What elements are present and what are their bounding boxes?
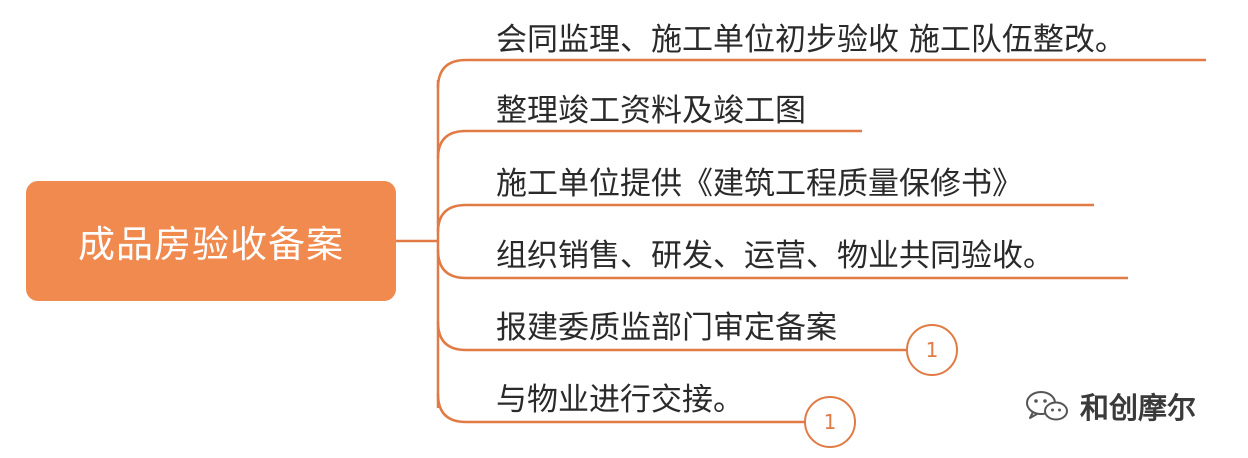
root-node: 成品房验收备案	[26, 181, 396, 301]
svg-text:1: 1	[824, 410, 837, 434]
watermark-text: 和创摩尔	[1080, 391, 1197, 425]
branch-line-5	[436, 321, 906, 352]
svg-text:1: 1	[926, 338, 939, 362]
branch-label-6: 与物业进行交接。	[496, 382, 744, 418]
branch-label-5: 报建委质监部门审定备案	[496, 310, 837, 346]
branch-label-4: 组织销售、研发、运营、物业共同验收。	[496, 238, 1054, 274]
branch-label-2: 整理竣工资料及竣工图	[496, 93, 806, 129]
branch-label-3: 施工单位提供《建筑工程质量保修书》	[496, 166, 1023, 202]
branch-line-3	[436, 203, 1094, 233]
badge-branch-5: 1	[906, 324, 958, 376]
branch-line-4	[436, 249, 1128, 280]
branch-line-2	[436, 129, 862, 159]
branch-line-1	[436, 58, 1206, 89]
wechat-icon	[1026, 391, 1068, 421]
badge-branch-6: 1	[804, 396, 856, 448]
root-label: 成品房验收备案	[78, 223, 344, 266]
branch-label-1: 会同监理、施工单位初步验收 施工队伍整改。	[496, 22, 1126, 58]
branch-line-6	[436, 393, 808, 424]
watermark: 和创摩尔	[1024, 384, 1196, 428]
